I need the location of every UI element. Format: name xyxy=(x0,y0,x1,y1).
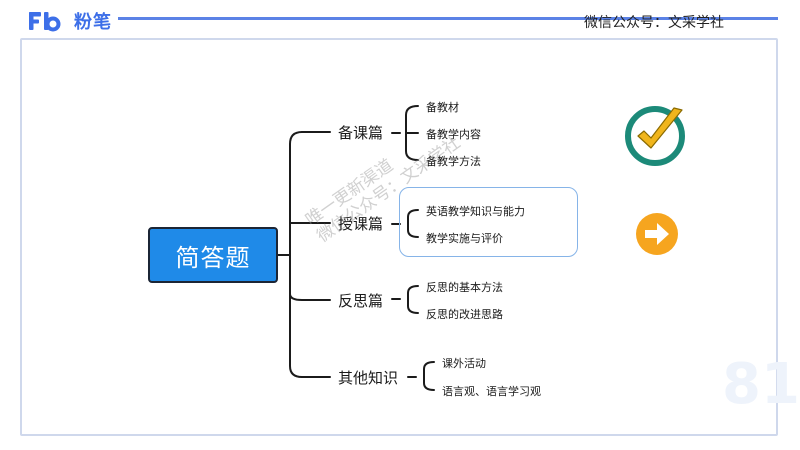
leaf-implementation-evaluation[interactable]: 教学实施与评价 xyxy=(426,232,503,245)
branch-lesson-prep[interactable]: 备课篇 xyxy=(338,124,384,142)
branch-teaching[interactable]: 授课篇 xyxy=(338,215,384,233)
corner-number-mark: 81 xyxy=(722,352,800,417)
leaf-english-knowledge[interactable]: 英语教学知识与能力 xyxy=(426,205,525,218)
leaf-prep-content[interactable]: 备教学内容 xyxy=(426,128,481,141)
highlight-box xyxy=(399,187,578,257)
branch-other-knowledge[interactable]: 其他知识 xyxy=(338,369,399,387)
leaf-reflection-methods[interactable]: 反思的基本方法 xyxy=(426,281,503,294)
leaf-prep-materials[interactable]: 备教材 xyxy=(426,101,459,114)
check-circle-icon xyxy=(625,106,685,166)
header-credit: 微信公众号：文采学社 xyxy=(584,15,724,31)
leaf-reflection-improvement[interactable]: 反思的改进思路 xyxy=(426,308,503,321)
arrow-right-circle-icon xyxy=(636,213,678,255)
slide-frame xyxy=(20,38,778,436)
brand-logo: 粉笔 xyxy=(28,8,112,34)
leaf-prep-methods[interactable]: 备教学方法 xyxy=(426,155,481,168)
root-topic[interactable]: 简答题 xyxy=(148,227,278,283)
leaf-language-views[interactable]: 语言观、语言学习观 xyxy=(442,385,541,398)
leaf-extracurricular[interactable]: 课外活动 xyxy=(442,357,486,370)
branch-reflection[interactable]: 反思篇 xyxy=(338,292,384,310)
logo-text: 粉笔 xyxy=(74,12,112,33)
fb-logo-icon xyxy=(29,12,61,32)
header-rule xyxy=(118,17,778,20)
